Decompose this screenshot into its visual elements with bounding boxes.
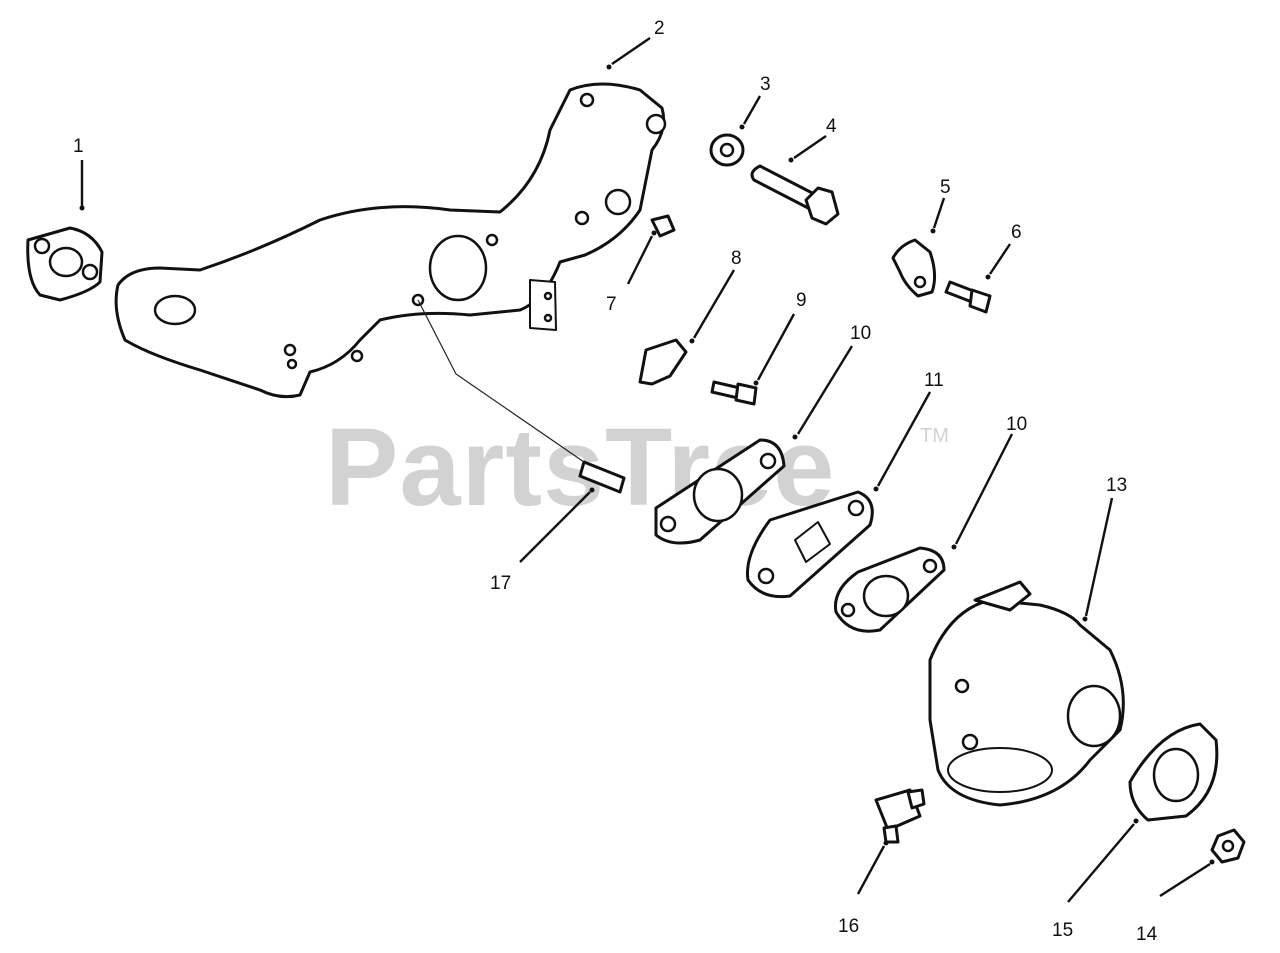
callout-4[interactable]: 4: [826, 116, 837, 137]
callout-9[interactable]: 9: [796, 290, 807, 311]
part-5-bracket[interactable]: [891, 238, 937, 298]
part-15-gasket[interactable]: [1128, 722, 1219, 822]
callout-3[interactable]: 3: [760, 74, 771, 95]
part-13-carburetor[interactable]: [928, 580, 1125, 807]
guide-line: [417, 299, 585, 463]
part-7-plug[interactable]: [650, 214, 676, 238]
part-8-clip[interactable]: [638, 338, 688, 386]
callout-7[interactable]: 7: [606, 294, 617, 315]
callout-labels: 1 2 3 4 5 6 7 8 9 10 11 10 13 14 15 16 1…: [73, 18, 1158, 945]
part-6-screw[interactable]: [944, 280, 992, 314]
callout-2[interactable]: 2: [654, 18, 665, 39]
part-17-stud[interactable]: [578, 460, 626, 494]
callout-6[interactable]: 6: [1011, 222, 1022, 243]
callout-15[interactable]: 15: [1052, 920, 1073, 941]
callout-16[interactable]: 16: [838, 916, 859, 937]
part-10-gasket-upper[interactable]: [654, 438, 786, 545]
callout-14[interactable]: 14: [1136, 924, 1158, 945]
callout-1[interactable]: 1: [73, 136, 84, 157]
callout-8[interactable]: 8: [731, 248, 742, 269]
part-2-intake-manifold[interactable]: [114, 82, 667, 399]
callout-10-upper[interactable]: 10: [850, 323, 871, 344]
part-9-screw[interactable]: [710, 380, 758, 406]
leader-lines: [79, 37, 1215, 903]
part-1-gasket[interactable]: [26, 226, 104, 302]
part-11-spacer[interactable]: [745, 490, 874, 599]
part-10-gasket-lower[interactable]: [833, 546, 946, 633]
callout-10-lower[interactable]: 10: [1006, 414, 1027, 435]
part-3-washer[interactable]: [709, 133, 745, 167]
part-4-bolt[interactable]: [750, 164, 840, 226]
watermark-trademark: TM: [920, 425, 949, 447]
part-16-fitting[interactable]: [874, 788, 926, 844]
callout-17[interactable]: 17: [490, 573, 511, 594]
callout-13[interactable]: 13: [1106, 475, 1127, 496]
callout-11[interactable]: 11: [924, 370, 944, 391]
callout-5[interactable]: 5: [940, 177, 951, 198]
part-14-nut[interactable]: [1210, 828, 1246, 864]
